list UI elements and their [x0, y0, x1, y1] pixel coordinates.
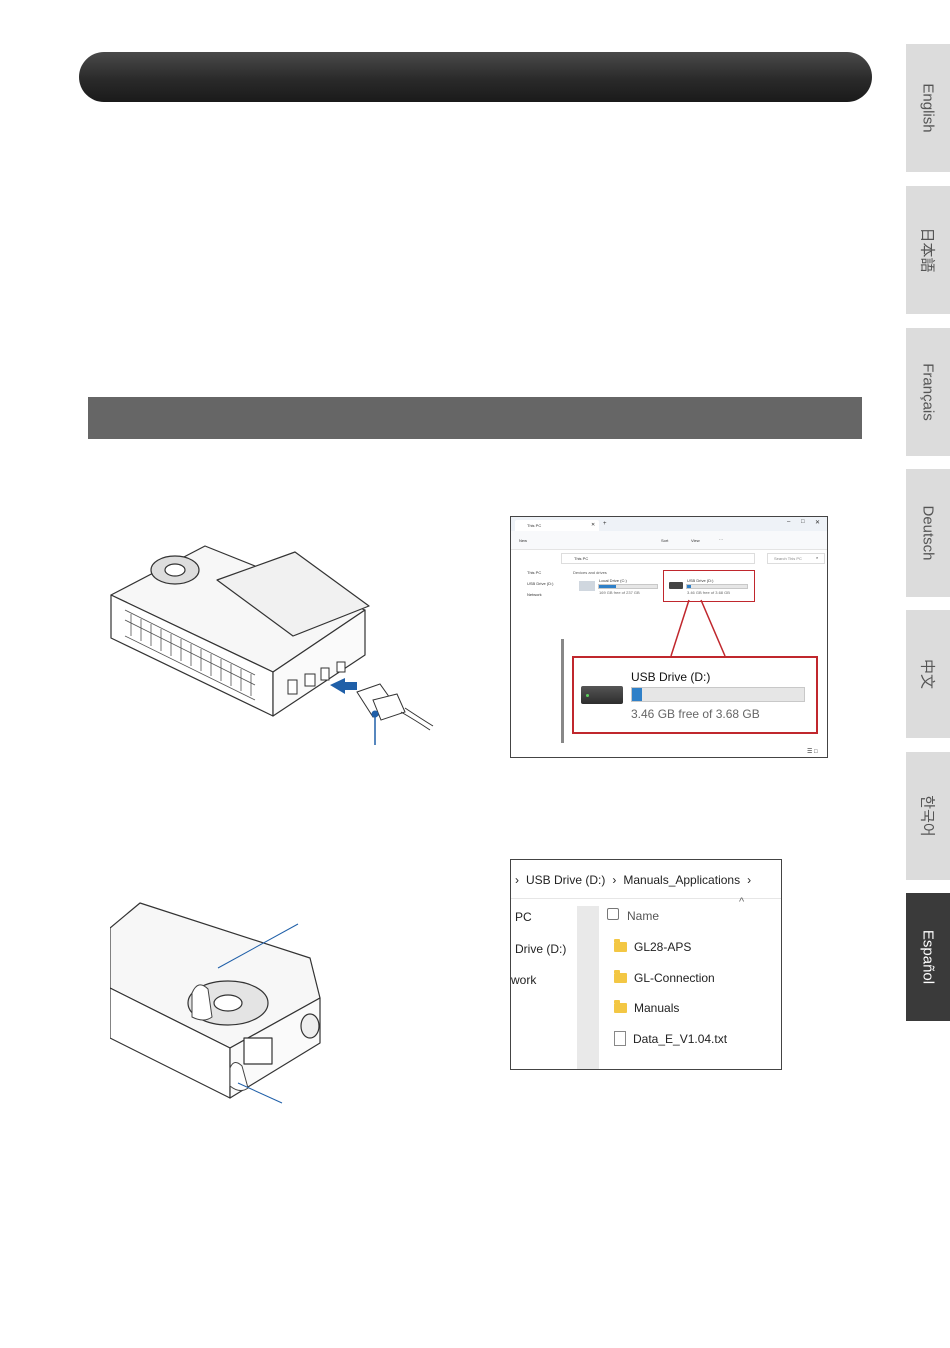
tab-label: Español	[919, 929, 937, 985]
folder-icon	[614, 939, 627, 952]
usb-drive-large-icon	[581, 686, 623, 704]
language-tab-japanese[interactable]: 日本語	[906, 186, 950, 314]
group-header: Devices and drives	[573, 570, 607, 575]
language-tab-german[interactable]: Deutsch	[906, 469, 950, 597]
chevron-right-icon: ›	[747, 873, 752, 887]
item-name: Manuals	[634, 1001, 680, 1015]
language-tab-english[interactable]: English	[906, 44, 950, 172]
device-usb-connection-illustration	[110, 545, 434, 745]
item-name: GL28-APS	[634, 940, 692, 954]
explorer-tab[interactable]: This PC ✕	[515, 520, 599, 531]
breadcrumb: › USB Drive (D:) › Manuals_Applications …	[511, 868, 781, 892]
usb-drive-highlight	[663, 570, 755, 602]
device-button-press-illustration	[110, 902, 321, 1104]
view-button[interactable]: View	[691, 538, 700, 543]
usb-drive-usage-bar	[686, 584, 748, 589]
tab-label: 한국어	[918, 795, 936, 837]
language-tab-spanish[interactable]: Español	[906, 893, 950, 1021]
callout-drive-name: USB Drive (D:)	[631, 670, 711, 684]
explorer-window: This PC ✕ + – □ ✕ New Sort View ··· This…	[510, 516, 828, 758]
nav-item-usb-drive[interactable]: USB Drive (D:)	[527, 581, 554, 586]
nav-item-network[interactable]: work	[511, 973, 537, 987]
address-bar[interactable]: This PC	[561, 553, 755, 564]
breadcrumb-manuals-applications[interactable]: Manuals_Applications	[623, 873, 741, 887]
language-tab-french[interactable]: Français	[906, 328, 950, 456]
callout-usage-fill	[632, 688, 643, 701]
usb-drive-zoom-callout: USB Drive (D:) 3.46 GB free of 3.68 GB	[572, 656, 818, 734]
tab-label: English	[919, 83, 937, 133]
list-item[interactable]: Manuals	[614, 1000, 680, 1015]
search-icon: ⌕	[816, 555, 819, 560]
list-item[interactable]: GL-Connection	[614, 970, 715, 985]
folder-icon	[614, 970, 627, 983]
usb-drive-tile[interactable]: USB Drive (D:) 3.46 GB free of 3.68 GB	[669, 577, 749, 597]
select-all-checkbox[interactable]	[607, 908, 619, 920]
nav-item-network[interactable]: Network	[527, 592, 542, 597]
usb-drive-name: USB Drive (D:)	[687, 578, 714, 583]
close-tab-icon[interactable]: ✕	[591, 522, 596, 528]
tab-label: 中文	[918, 658, 936, 690]
divider	[511, 898, 781, 899]
breadcrumb-usb-drive[interactable]: USB Drive (D:)	[526, 873, 606, 887]
local-drive-usage-fill	[599, 585, 616, 588]
nav-item-pc[interactable]: PC	[515, 910, 532, 924]
nav-item-this-pc[interactable]: This PC	[527, 570, 542, 575]
usb-drive-icon	[669, 582, 683, 589]
name-column-header[interactable]: Name	[627, 909, 660, 923]
callout-lines	[670, 599, 726, 657]
language-tab-chinese[interactable]: 中文	[906, 610, 950, 738]
folder-icon	[614, 1000, 627, 1013]
new-button[interactable]: New	[519, 538, 528, 543]
explorer-toolbar: New Sort View ···	[511, 531, 827, 550]
address-text: This PC	[574, 556, 589, 561]
text-file-icon	[614, 1031, 626, 1046]
tab-label: 日本語	[918, 227, 936, 273]
tab-label: Deutsch	[919, 505, 937, 561]
file-listing-window: › USB Drive (D:) › Manuals_Applications …	[510, 859, 782, 1070]
local-drive-usage-bar	[598, 584, 658, 589]
item-name: Data_E_V1.04.txt	[633, 1031, 728, 1046]
new-tab-icon[interactable]: +	[603, 521, 607, 527]
nav-pane-scrollbar[interactable]	[577, 906, 599, 1069]
sort-button[interactable]: Sort	[661, 538, 669, 543]
search-box[interactable]: Search This PC ⌕	[767, 553, 825, 564]
local-drive-name: Local Drive (C:)	[599, 578, 627, 583]
section-bar	[88, 397, 862, 439]
scrollbar[interactable]	[561, 639, 564, 743]
local-drive-tile[interactable]: Local Drive (C:) 169 GB free of 237 GB	[579, 577, 659, 597]
title-bar	[79, 52, 872, 102]
callout-usage-bar	[631, 687, 805, 702]
usb-drive-free: 3.46 GB free of 3.68 GB	[687, 590, 730, 595]
close-window-icon[interactable]: ✕	[815, 520, 821, 526]
maximize-icon[interactable]: □	[801, 519, 805, 525]
drive-led	[586, 694, 589, 697]
callout-drive-free: 3.46 GB free of 3.68 GB	[631, 707, 760, 721]
drive-icon	[579, 581, 595, 591]
language-tab-korean[interactable]: 한국어	[906, 752, 950, 880]
nav-pane: This PC USB Drive (D:) Network	[511, 565, 563, 757]
search-placeholder: Search This PC	[774, 556, 802, 561]
minimize-icon[interactable]: –	[787, 519, 791, 525]
nav-item-drive[interactable]: Drive (D:)	[515, 942, 567, 956]
list-item[interactable]: GL28-APS	[614, 939, 692, 954]
local-drive-free: 169 GB free of 237 GB	[599, 590, 640, 595]
chevron-right-icon: ›	[612, 873, 617, 887]
list-item[interactable]: Data_E_V1.04.txt	[614, 1031, 727, 1046]
details-view-icon[interactable]: ☰ □	[807, 749, 818, 755]
explorer-tab-title: This PC	[527, 523, 542, 528]
chevron-right-icon: ›	[515, 873, 519, 887]
usb-drive-usage-fill	[687, 585, 691, 588]
sort-ascending-icon: ^	[739, 896, 745, 908]
tab-label: Français	[919, 363, 937, 421]
more-options-button[interactable]: ···	[719, 537, 723, 542]
item-name: GL-Connection	[634, 971, 715, 985]
